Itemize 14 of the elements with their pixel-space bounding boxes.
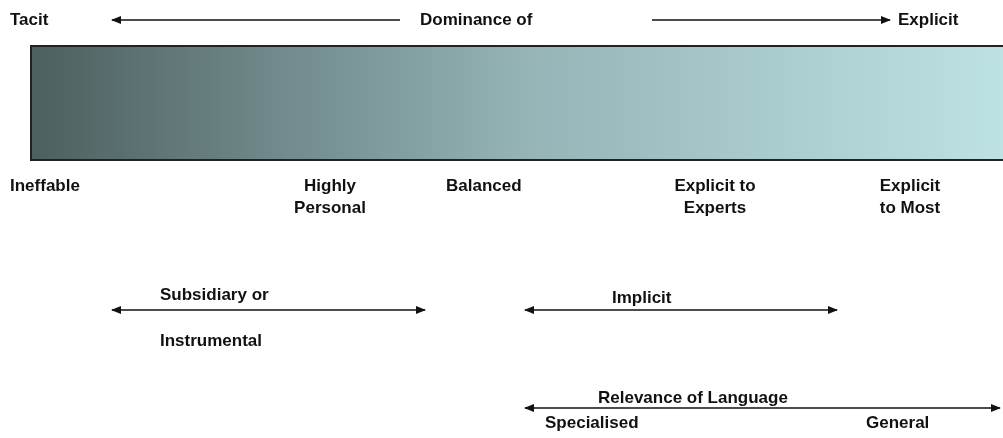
- axis-end-label: Tacit: [10, 9, 49, 31]
- axis-title: Dominance of: [420, 9, 533, 31]
- range-label: Subsidiary or Instrumental: [160, 284, 270, 352]
- scale-label: Balanced: [446, 175, 522, 197]
- range-label: Relevance of Language: [598, 387, 788, 409]
- scale-label: Ineffable: [10, 175, 80, 197]
- axis-end-label: Explicit: [898, 9, 959, 31]
- range-end-label: General: [866, 412, 930, 434]
- scale-label: Highly Personal: [293, 175, 367, 219]
- range-label: Implicit: [612, 287, 672, 309]
- gradient-bar: [30, 45, 1003, 161]
- scale-label: Explicit to Most: [878, 175, 942, 219]
- scale-label: Explicit to Experts: [673, 175, 757, 219]
- range-end-label: Specialised: [545, 412, 639, 434]
